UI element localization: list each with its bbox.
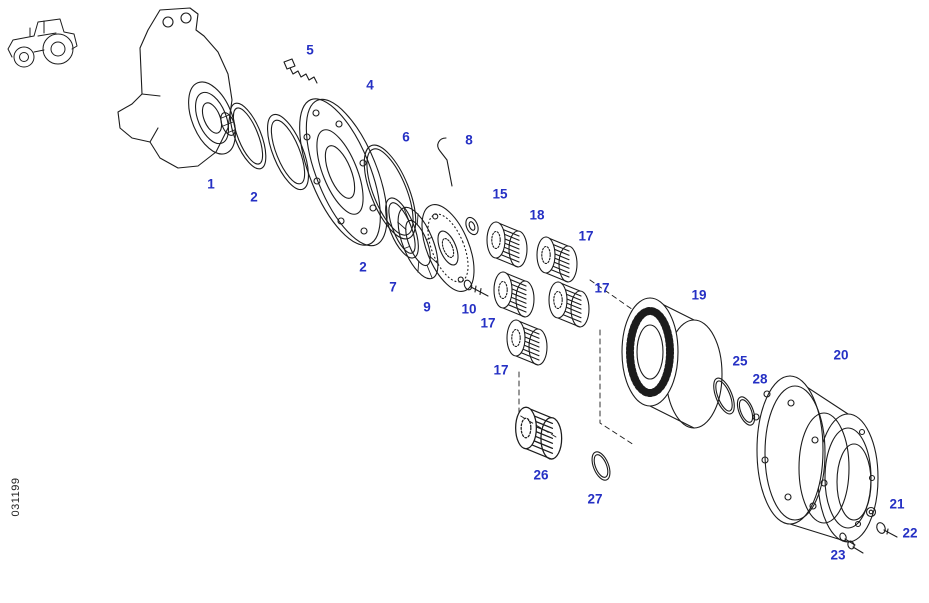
part-19-ring-gear [621, 297, 723, 429]
callout-label-21: 21 [889, 496, 905, 512]
drawing-code: 031199 [10, 477, 22, 517]
part-18-gear [486, 221, 528, 268]
callout-label-7: 7 [389, 279, 397, 295]
callout-label-10: 10 [461, 301, 477, 317]
part-15-washer [465, 216, 479, 236]
callout-label-8: 8 [465, 132, 473, 148]
callout-label-2: 2 [250, 189, 258, 205]
callout-label-18: 18 [529, 207, 545, 223]
callout-label-27: 27 [587, 491, 603, 507]
callout-label-2: 2 [359, 259, 367, 275]
callout-label-9: 9 [423, 299, 431, 315]
part-28-oring [736, 396, 756, 426]
part-6-snap-ring [363, 144, 417, 240]
callout-label-22: 22 [902, 525, 918, 541]
callout-label-26: 26 [533, 467, 549, 483]
callout-label-1: 1 [207, 176, 215, 192]
part-2-ring-b [385, 197, 419, 259]
part-10-bolt [463, 279, 489, 297]
alignment-dashes [518, 279, 637, 446]
callout-label-17: 17 [493, 362, 509, 378]
part-22-bolt [876, 522, 898, 538]
part-25-oring [713, 377, 735, 415]
part-17-gear-c [493, 271, 535, 318]
callout-label-6: 6 [402, 129, 410, 145]
steering-knuckle [117, 7, 236, 169]
callout-label-28: 28 [752, 371, 768, 387]
callout-label-25: 25 [732, 353, 748, 369]
part-17-gear-b [548, 281, 590, 328]
callout-label-17: 17 [578, 228, 594, 244]
part-9-planet-carrier [421, 204, 475, 292]
callout-label-15: 15 [492, 186, 508, 202]
part-8-pin [437, 137, 453, 187]
part-21-washer [865, 506, 877, 518]
callout-label-20: 20 [833, 347, 849, 363]
callout-label-4: 4 [366, 77, 374, 93]
part-27-ring [591, 451, 611, 481]
part-23-bolts [839, 532, 864, 554]
part-26-gear [515, 406, 563, 460]
callout-label-17: 17 [594, 280, 610, 296]
callout-label-23: 23 [830, 547, 846, 563]
part-1-seal [229, 102, 267, 170]
part-7-bearing [397, 206, 439, 280]
part-20-wheel-hub [752, 375, 879, 543]
callout-label-19: 19 [691, 287, 707, 303]
callout-label-17: 17 [480, 315, 496, 331]
part-17-gear-a [536, 236, 578, 283]
part-5-bolt-spring [283, 58, 318, 84]
part-2-ring-a [267, 113, 309, 191]
callout-label-5: 5 [306, 42, 314, 58]
tractor-icon [7, 18, 78, 68]
part-17-gear-d [506, 319, 548, 366]
part-4-hub-flange [299, 98, 388, 247]
